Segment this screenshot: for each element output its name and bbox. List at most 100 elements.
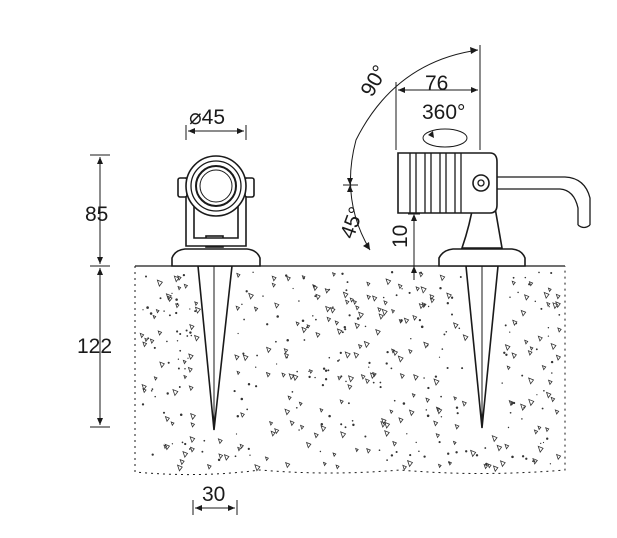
soil-speck [246, 408, 249, 411]
soil-speck [154, 395, 156, 398]
soil-speck [355, 447, 359, 453]
soil-speck [508, 399, 514, 407]
soil-speck [351, 419, 354, 422]
soil-speck [283, 348, 289, 354]
soil-speck [438, 441, 441, 444]
soil-speck [237, 332, 239, 335]
soil-speck [189, 308, 191, 310]
soil-speck [176, 464, 183, 472]
soil-speck [352, 299, 358, 305]
soil-speck [390, 367, 393, 370]
soil-speck [465, 450, 468, 453]
soil-speck [547, 326, 550, 329]
soil-speck [182, 359, 187, 365]
soil-speck [378, 313, 384, 320]
soil-speck [512, 319, 518, 327]
soil-speck [255, 366, 257, 368]
soil-speck [327, 369, 330, 372]
soil-speck [334, 320, 340, 326]
soil-speck [321, 383, 325, 387]
soil-speck [142, 341, 148, 348]
spike-width-label: 30 [202, 483, 225, 506]
soil-speck [320, 422, 324, 426]
soil-speck [166, 340, 168, 343]
soil-speck [142, 388, 147, 394]
soil-speck [234, 354, 240, 361]
soil-speck [179, 349, 182, 352]
soil-speck [274, 302, 280, 309]
soil-speck [186, 335, 189, 337]
soil-speck [423, 303, 426, 306]
dimension-body-height: 85 [85, 154, 110, 267]
soil-speck [395, 294, 398, 297]
soil-speck [176, 302, 179, 305]
soil-speck [289, 420, 295, 427]
dimension-spike-length: 122 [77, 268, 112, 428]
soil-speck [511, 455, 514, 459]
soil-speck [252, 271, 254, 274]
soil-speck [254, 464, 261, 472]
soil-speck [406, 433, 408, 435]
soil-speck [298, 300, 300, 302]
front-base [171, 248, 261, 267]
soil-speck [175, 298, 178, 301]
soil-speck [384, 421, 391, 429]
soil-speck [144, 337, 149, 343]
soil-speck [308, 370, 310, 373]
soil-speck [528, 377, 535, 385]
soil-speck [183, 374, 188, 380]
soil-speck [453, 396, 458, 401]
soil-speck [343, 325, 347, 329]
soil-speck [363, 340, 370, 349]
soil-speck [415, 286, 420, 292]
front-lamp-inner [199, 169, 233, 203]
soil-speck [535, 348, 538, 351]
soil-speck [159, 297, 162, 300]
soil-speck [470, 449, 477, 458]
soil-speck [240, 412, 245, 418]
soil-speck [308, 369, 314, 375]
dimension-offset: 10 [389, 213, 420, 280]
soil-speck [509, 296, 511, 298]
soil-speck [286, 339, 289, 342]
soil-speck [344, 426, 347, 429]
soil-speck [356, 317, 360, 320]
soil-speck [281, 372, 286, 378]
soil-speck [347, 383, 353, 391]
side-view [397, 152, 591, 429]
soil-speck [440, 416, 443, 418]
rotation-label: 360° [422, 101, 465, 124]
soil-speck [520, 309, 527, 317]
soil-speck [341, 331, 344, 334]
soil-speck [440, 395, 442, 398]
soil-speck [378, 449, 381, 452]
soil-speck [545, 391, 552, 399]
soil-speck [448, 460, 453, 466]
soil-speck [149, 338, 155, 344]
soil-speck [537, 335, 543, 342]
front-lamp-outer [185, 155, 247, 217]
soil-speck [319, 450, 322, 453]
soil-speck [393, 399, 396, 402]
soil-speck [406, 459, 414, 468]
soil-speck [299, 424, 305, 430]
soil-speck [193, 334, 200, 342]
soil-speck [171, 292, 173, 295]
soil-speck [425, 409, 428, 411]
tilt-down-label: 45° [336, 204, 368, 242]
soil-speck [312, 284, 316, 289]
soil-speck [420, 286, 427, 294]
soil-speck [524, 339, 529, 345]
soil-speck [256, 354, 258, 357]
soil-speck [434, 375, 438, 378]
soil-speck [550, 360, 554, 364]
soil-speck [162, 411, 166, 414]
soil-speck [402, 402, 406, 405]
soil-speck [176, 340, 179, 342]
soil-speck [241, 303, 243, 306]
soil-speck [287, 395, 292, 401]
soil-speck [426, 344, 429, 347]
soil-speck [328, 356, 331, 359]
soil-speck [537, 445, 544, 453]
soil-speck [332, 452, 337, 458]
